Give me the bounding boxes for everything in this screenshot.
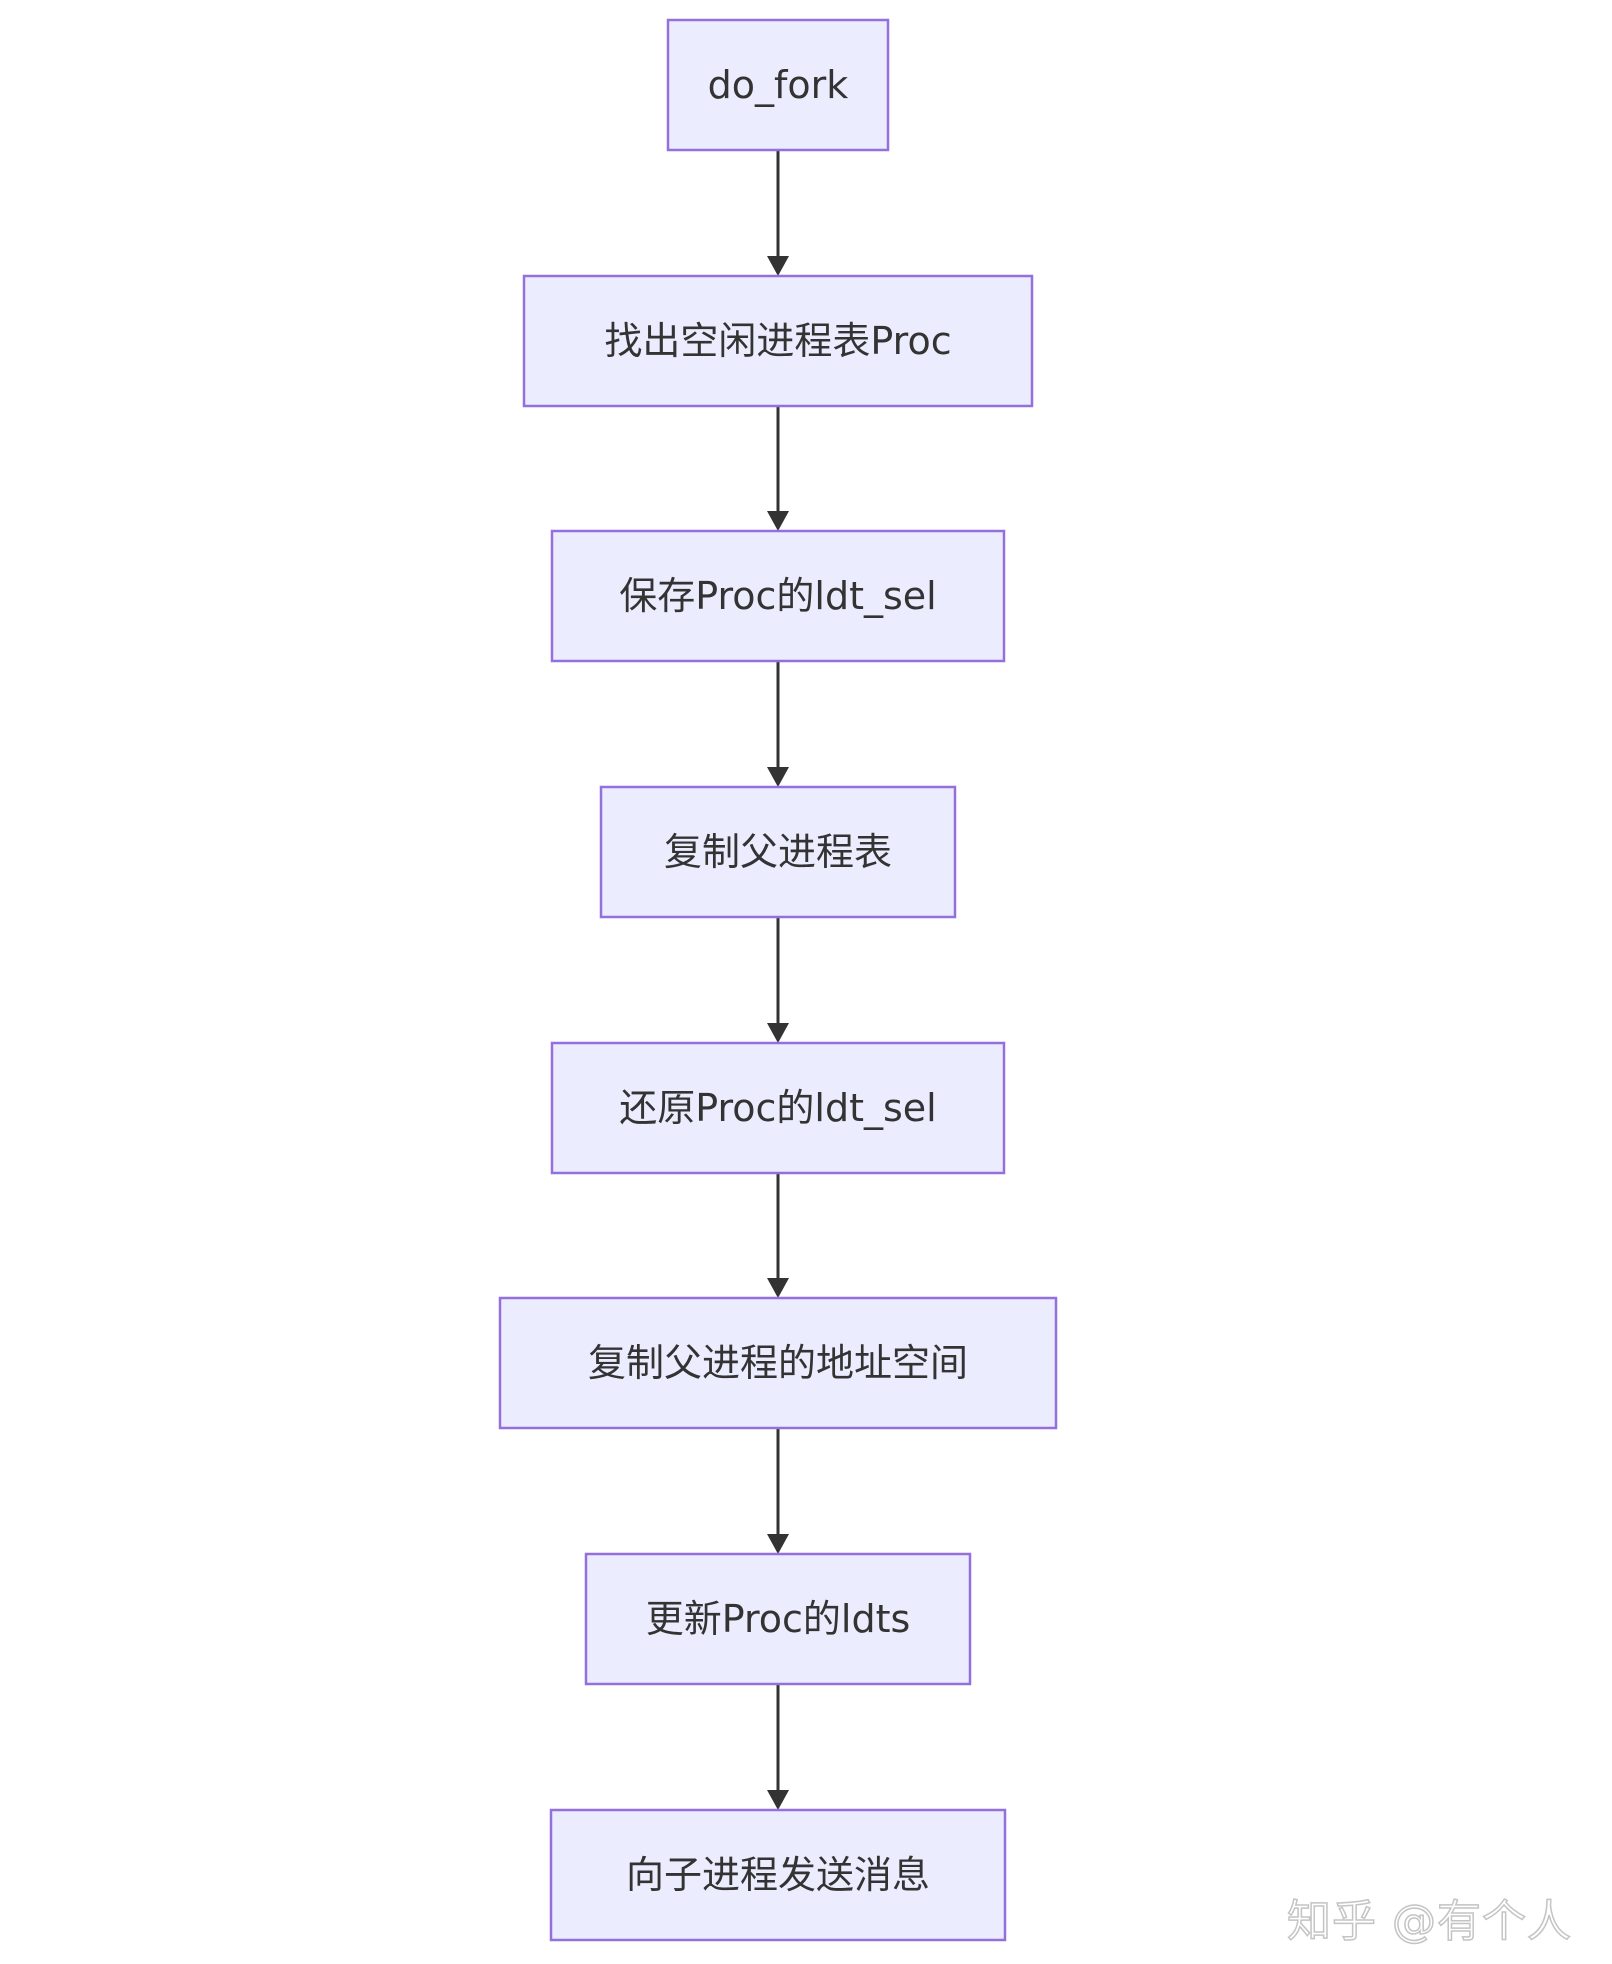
- flow-node-box: [599, 785, 957, 919]
- flow-node-label: 保存Proc的ldt_sel: [619, 574, 937, 618]
- watermark-text: 知乎 @有个人: [1286, 1895, 1572, 1948]
- flow-node: 向子进程发送消息: [549, 1808, 1007, 1942]
- flow-edge: [767, 1684, 789, 1810]
- flow-edge-arrowhead: [767, 1278, 789, 1298]
- flow-node-label: 复制父进程的地址空间: [588, 1341, 968, 1385]
- flow-node: 复制父进程表: [599, 785, 957, 919]
- flow-node-label: 更新Proc的ldts: [646, 1597, 911, 1641]
- flow-node-box: [549, 1808, 1007, 1942]
- flowchart-edges: [767, 150, 789, 1810]
- flow-node-box: [550, 1041, 1006, 1175]
- flow-edge-arrowhead: [767, 511, 789, 531]
- flow-node-label: 还原Proc的ldt_sel: [619, 1086, 937, 1130]
- flow-node: 还原Proc的ldt_sel: [550, 1041, 1006, 1175]
- flow-node: 更新Proc的ldts: [584, 1552, 972, 1686]
- flow-node-label: 复制父进程表: [664, 830, 892, 874]
- flow-edge: [767, 1173, 789, 1298]
- flowchart-nodes: do_fork 找出空闲进程表Proc 保存Proc的ldt_sel 复制父进程表还原…: [498, 18, 1058, 1942]
- flow-edge: [767, 917, 789, 1043]
- flow-edge: [767, 150, 789, 276]
- flow-edge-arrowhead: [767, 767, 789, 787]
- flow-node-label: do_fork: [708, 63, 849, 107]
- flow-edge-arrowhead: [767, 1023, 789, 1043]
- flow-node-box: [522, 274, 1034, 408]
- flow-node-box: [584, 1552, 972, 1686]
- flow-node: do_fork: [666, 18, 890, 152]
- flow-edge-arrowhead: [767, 1534, 789, 1554]
- flow-edge: [767, 1428, 789, 1554]
- flow-node-box: [666, 18, 890, 152]
- flow-edge-arrowhead: [767, 256, 789, 276]
- flow-node: 复制父进程的地址空间: [498, 1296, 1058, 1430]
- flow-node: 保存Proc的ldt_sel: [550, 529, 1006, 663]
- flow-node: 找出空闲进程表Proc: [522, 274, 1034, 408]
- flow-edge: [767, 406, 789, 531]
- flow-node-label: 找出空闲进程表Proc: [604, 319, 951, 363]
- flow-node-box: [550, 529, 1006, 663]
- flow-node-label: 向子进程发送消息: [626, 1853, 930, 1897]
- flow-edge-arrowhead: [767, 1790, 789, 1810]
- flow-node-box: [498, 1296, 1058, 1430]
- flow-edge: [767, 661, 789, 787]
